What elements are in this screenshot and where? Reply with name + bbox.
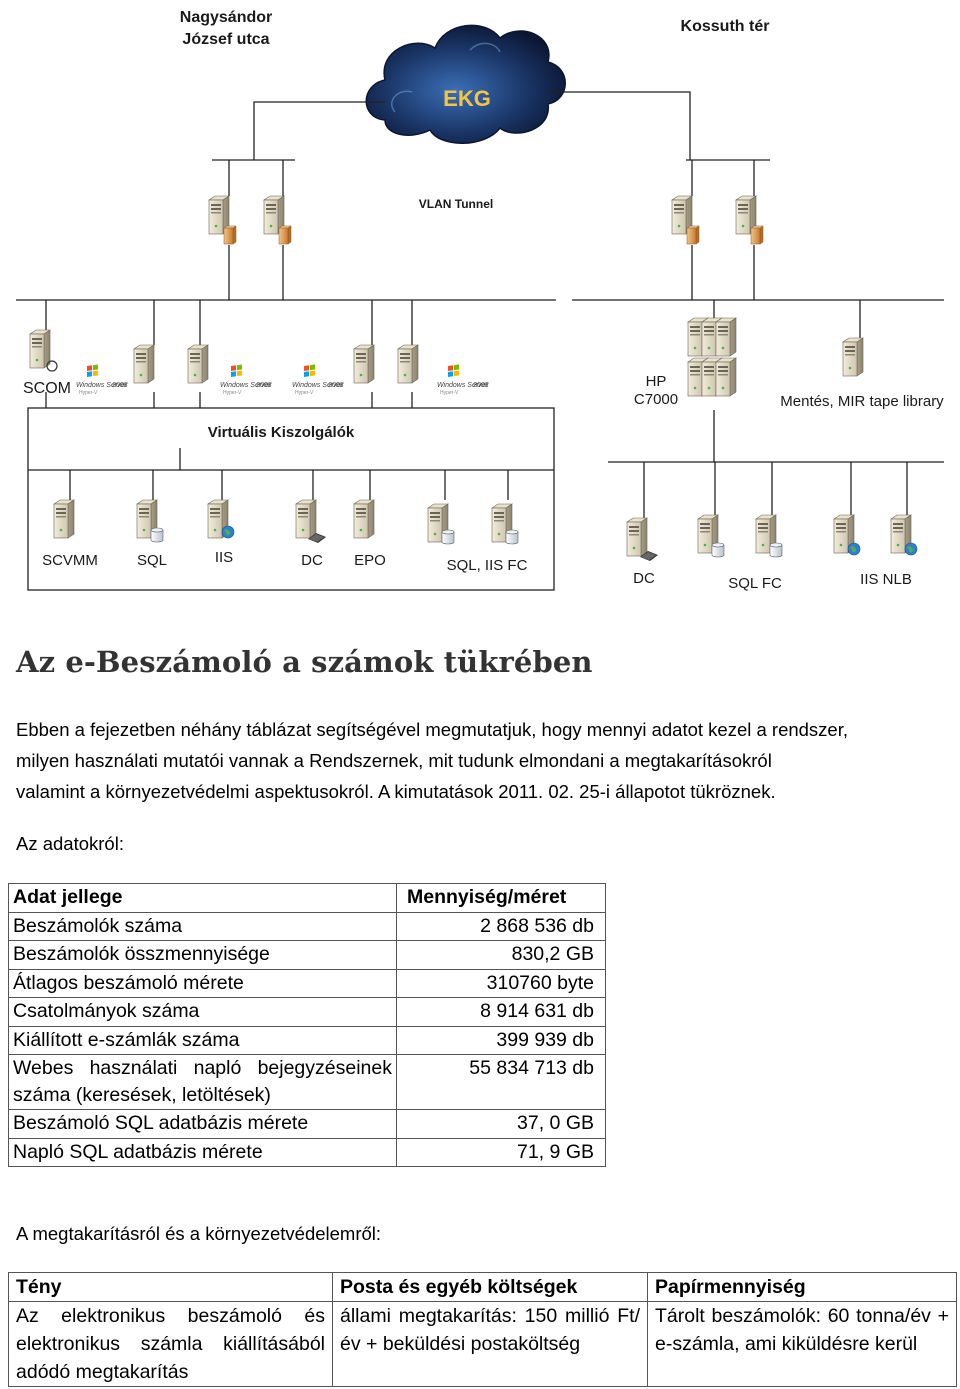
savings-cost-cell: állami megtakarítás: 150 millió Ft/év + … — [332, 1301, 648, 1387]
row-label: Beszámoló SQL adatbázis mérete — [8, 1109, 397, 1139]
row-value: 2 868 536 db — [396, 911, 606, 941]
table-row: Napló SQL adatbázis mérete 71, 9 GB — [8, 1137, 606, 1167]
ws-year-4: 2008 — [472, 382, 489, 389]
savings-fact-cell: Az elektronikus beszámoló és elektroniku… — [8, 1301, 333, 1387]
sql-fc-server-icon — [697, 514, 783, 558]
dc-server-icon-left — [295, 499, 326, 543]
location-nagysandor-line2: József utca — [182, 31, 269, 48]
ws-hyperv-4: Hyper-V — [440, 390, 459, 396]
left-server-label-6: SQL, IIS FC — [447, 557, 528, 574]
right-server-label-3: IIS NLB — [860, 571, 912, 588]
left-server-label-3: IIS — [215, 549, 233, 566]
hp-label-line2: C7000 — [634, 391, 678, 408]
ws-label-3: Windows Server — [292, 382, 344, 389]
sql-server-icon — [136, 499, 164, 543]
row-value: 55 834 713 db — [396, 1054, 606, 1110]
row-label: Átlagos beszámoló mérete — [8, 968, 397, 998]
ws-year-3: 2008 — [327, 382, 344, 389]
table-row: Kiállított e-számlák száma 399 939 db — [8, 1025, 606, 1055]
windows-server-logo-1: Windows Server 2008 Hyper-V — [76, 364, 128, 396]
left-server-label-4: DC — [301, 552, 323, 569]
row-value: 310760 byte — [396, 968, 606, 998]
virtual-servers-label: Virtuális Kiszolgálók — [208, 424, 355, 441]
location-kossuth: Kossuth tér — [681, 18, 770, 35]
row-value: 399 939 db — [396, 1025, 606, 1055]
row-value: 71, 9 GB — [396, 1137, 606, 1167]
ws-hyperv-2: Hyper-V — [223, 390, 242, 396]
row-value: 830,2 GB — [396, 940, 606, 970]
savings-table: Tény Posta és egyéb költségek Papírmenny… — [8, 1272, 957, 1387]
ws-hyperv-1: Hyper-V — [79, 390, 98, 396]
left-server-label-2: SQL — [137, 552, 167, 569]
table-row: Beszámolók száma 2 868 536 db — [8, 911, 606, 941]
table-header-row: Tény Posta és egyéb költségek Papírmenny… — [8, 1272, 957, 1302]
cloud-label: EKG — [443, 86, 491, 111]
ekg-cloud-icon — [365, 24, 566, 144]
column-header: Mennyiség/méret — [396, 883, 606, 913]
scom-label: SCOM — [23, 380, 71, 397]
row-label: Kiállított e-számlák száma — [8, 1025, 397, 1055]
intro-line-2: milyen használati mutatói vannak a Rends… — [16, 750, 772, 771]
intro-line-1: Ebben a fejezetben néhány táblázat segít… — [16, 719, 849, 740]
table-header-row: Adat jellege Mennyiség/méret — [8, 883, 606, 913]
column-header: Papírmennyiség — [647, 1272, 957, 1302]
hp-label-line1: HP — [646, 373, 667, 390]
table-row: Az elektronikus beszámoló és elektroniku… — [8, 1301, 957, 1387]
left-server-label-5: EPO — [354, 552, 386, 569]
windows-server-logo-3: Windows Server 2008 Hyper-V — [292, 364, 344, 396]
ws-label-4: Windows Server — [437, 382, 489, 389]
intro-line-3: valamint a környezetvédelmi aspektusokró… — [16, 781, 776, 802]
network-lines — [16, 91, 944, 591]
column-header: Adat jellege — [8, 883, 397, 913]
right-server-label-1: DC — [633, 570, 655, 587]
ws-year-1: 2008 — [111, 382, 128, 389]
savings-paper-cell: Tárolt beszámolók: 60 tonna/év + e-száml… — [647, 1301, 957, 1387]
scvmm-server-icon — [53, 499, 75, 539]
vlan-label: VLAN Tunnel — [419, 197, 493, 211]
hyperv-hosts — [133, 344, 419, 384]
table-row: Csatolmányok száma 8 914 631 db — [8, 997, 606, 1027]
ws-label-1: Windows Server — [76, 382, 128, 389]
left-server-label-1: SCVMM — [42, 552, 98, 569]
location-nagysandor-line1: Nagysándor — [180, 9, 272, 26]
ws-hyperv-3: Hyper-V — [295, 390, 314, 396]
table-row: Webes használati napló bejegyzéseinek sz… — [8, 1054, 606, 1110]
column-header: Tény — [8, 1272, 333, 1302]
table-row: Beszámoló SQL adatbázis mérete 37, 0 GB — [8, 1109, 606, 1139]
network-diagram: Nagysándor József utca Kossuth tér EKG — [16, 9, 944, 592]
column-header: Posta és egyéb költségek — [332, 1272, 648, 1302]
epo-server-icon — [353, 499, 375, 539]
table-row: Átlagos beszámoló mérete 310760 byte — [8, 968, 606, 998]
iis-server-icon — [207, 499, 235, 539]
dc-server-icon-right — [626, 517, 658, 561]
windows-server-logo-4: Windows Server 2008 Hyper-V — [437, 364, 489, 396]
savings-section-label: A megtakarításról és a környezetvédelemr… — [16, 1223, 382, 1244]
hp-c7000-icon — [687, 317, 737, 397]
ws-label-2: Windows Server — [220, 382, 272, 389]
iis-nlb-server-icon — [833, 514, 918, 556]
backup-server-icon — [842, 337, 864, 377]
backup-label: Mentés, MIR tape library — [780, 393, 944, 410]
row-label: Csatolmányok száma — [8, 997, 397, 1027]
sql-iis-fc-server-icon — [427, 503, 519, 545]
row-label: Webes használati napló bejegyzéseinek sz… — [8, 1054, 397, 1110]
row-label: Beszámolók száma — [8, 911, 397, 941]
ws-year-2: 2008 — [255, 382, 272, 389]
row-label: Beszámolók összmennyisége — [8, 940, 397, 970]
scom-server-icon — [29, 329, 58, 372]
row-value: 37, 0 GB — [396, 1109, 606, 1139]
table-row: Beszámolók összmennyisége 830,2 GB — [8, 940, 606, 970]
windows-server-logo-2: Windows Server 2008 Hyper-V — [220, 364, 272, 396]
data-section-label: Az adatokról: — [16, 833, 124, 854]
data-table: Adat jellege Mennyiség/méret Beszámolók … — [8, 883, 606, 1167]
right-server-label-2: SQL FC — [728, 575, 782, 592]
page-title: Az e-Beszámoló a számok tükrében — [16, 645, 593, 679]
row-label: Napló SQL adatbázis mérete — [8, 1137, 397, 1167]
row-value: 8 914 631 db — [396, 997, 606, 1027]
